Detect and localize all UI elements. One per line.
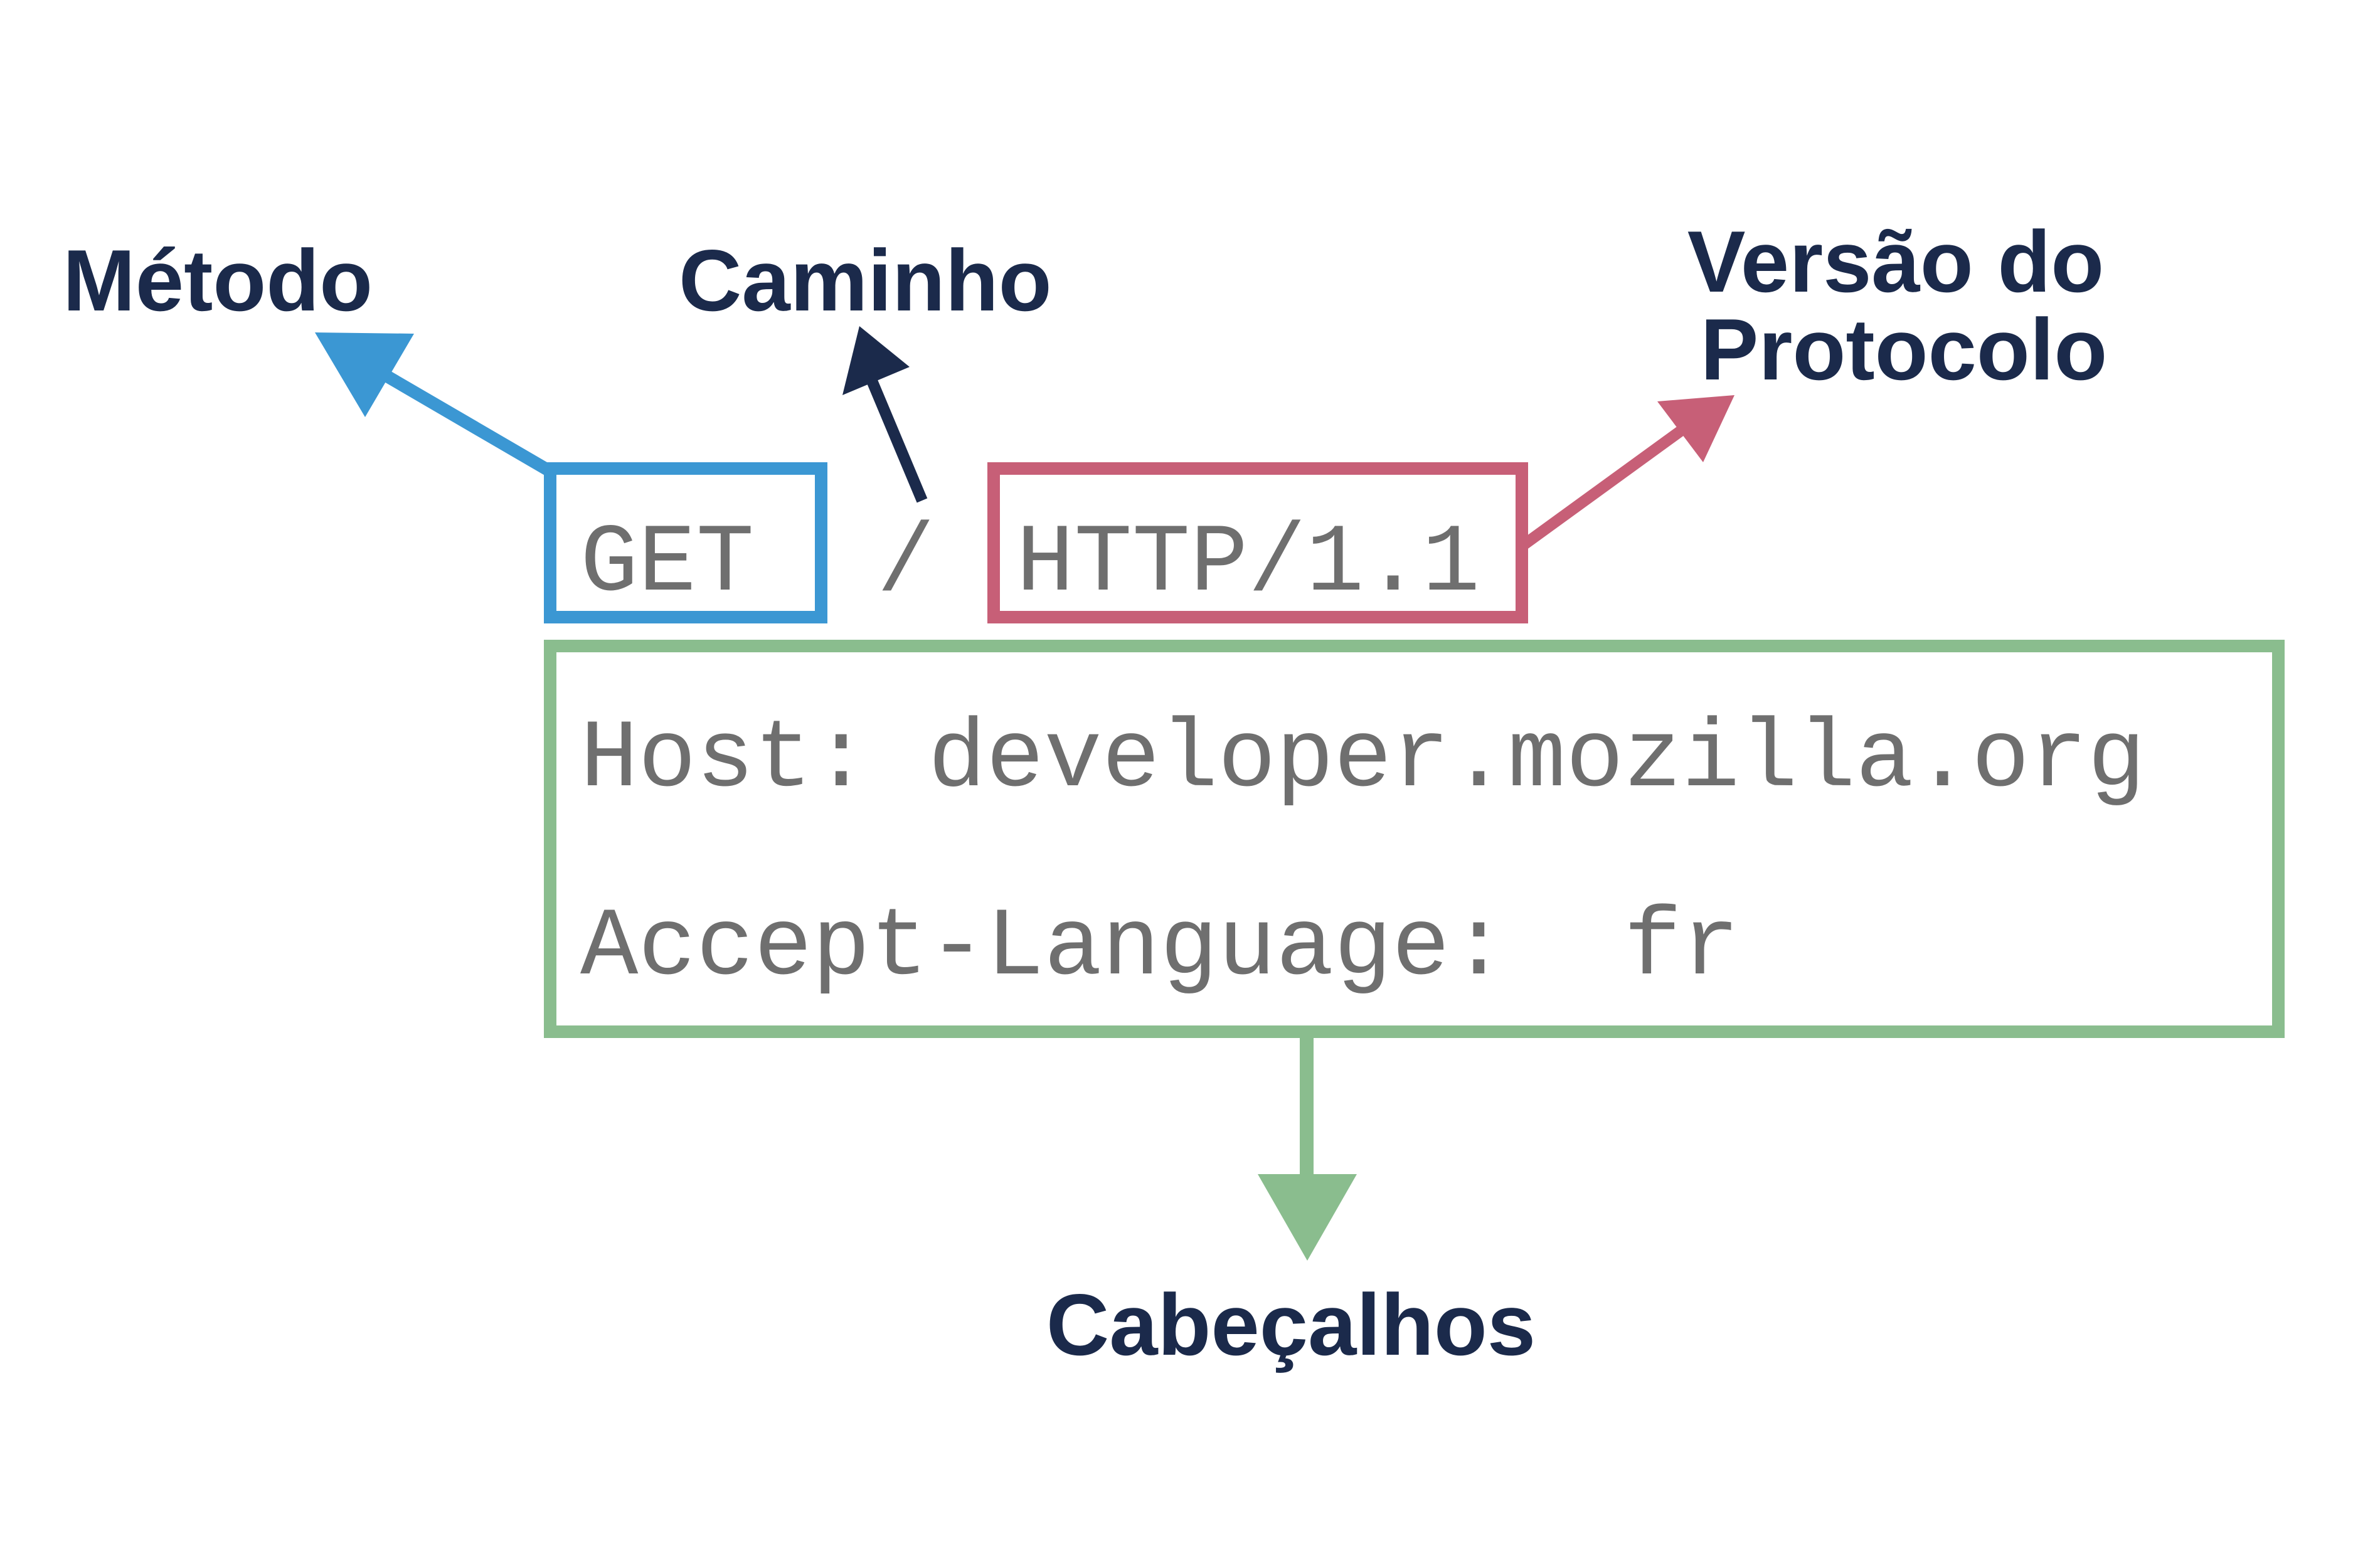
headers-arrow-head: [1258, 1174, 1357, 1261]
path-label: Caminho: [679, 232, 1052, 329]
version-box: [987, 462, 1528, 623]
method-box: [544, 462, 827, 623]
method-value: GET: [580, 510, 754, 619]
path-value: /: [877, 510, 935, 619]
version-arrow-head: [1657, 395, 1734, 462]
headers-box: [544, 640, 2285, 1038]
header-host: Host: developer.mozilla.org: [580, 706, 2145, 815]
version-value: HTTP/1.1: [1016, 510, 1480, 619]
path-arrow-shaft: [864, 374, 928, 503]
method-arrow-shaft: [380, 369, 555, 477]
version-arrow-shaft: [1521, 415, 1700, 549]
method-arrow-head: [315, 332, 414, 417]
method-label: Método: [63, 232, 373, 329]
headers-label: Cabeçalhos: [1046, 1276, 1536, 1374]
header-accept-language: Accept-Language: fr: [580, 894, 1740, 1003]
protocol-version-label-line1: Versão do: [1687, 213, 2104, 310]
path-arrow-head: [842, 326, 910, 395]
protocol-version-label-line2: Protocolo: [1701, 301, 2108, 398]
